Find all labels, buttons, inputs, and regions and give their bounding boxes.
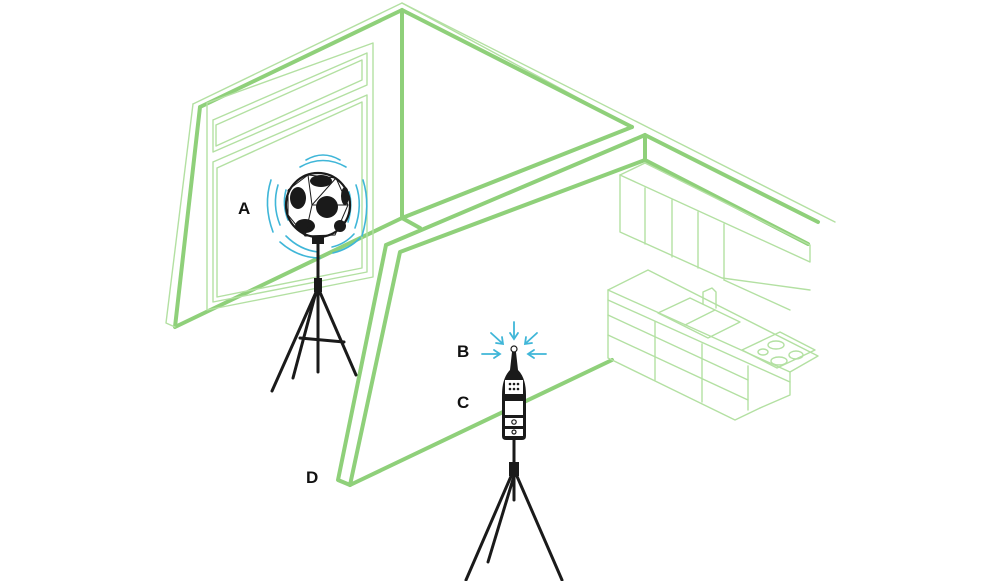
upper-cabinet-bottom <box>723 279 791 311</box>
microphone-tip <box>510 345 518 353</box>
meter-tripod <box>464 438 564 581</box>
partition-wall <box>336 133 647 487</box>
speaker-facets <box>287 174 349 237</box>
lower-cabinets <box>607 299 761 421</box>
meter-buttons <box>508 382 520 391</box>
lower-cabinets-drawer-2 <box>607 334 749 401</box>
window-frame <box>206 42 374 311</box>
burner-4 <box>770 356 788 366</box>
room-walls <box>165 2 836 487</box>
burner-1 <box>767 340 785 350</box>
dodecahedron-speaker <box>266 154 368 393</box>
right-ceiling-thin <box>401 2 836 223</box>
window-top-pane-inner <box>215 59 363 147</box>
window-bottom-pane-inner <box>216 101 363 298</box>
window-bottom-pane <box>212 94 368 303</box>
back-floor-edge <box>400 125 634 220</box>
meter-body <box>502 352 526 440</box>
faucet <box>702 287 717 309</box>
burner-3 <box>757 348 769 356</box>
kitchen-ceiling-edge <box>643 133 820 224</box>
window-top-pane <box>212 52 368 153</box>
meter-knob <box>511 419 517 425</box>
speaker-tripod <box>270 236 358 393</box>
meter-lower-panel-2 <box>505 429 523 436</box>
burner-2 <box>788 350 804 360</box>
countertop-front <box>607 289 791 383</box>
incoming-sound-arrows-icon <box>481 321 547 359</box>
stove <box>741 331 816 369</box>
meter-display <box>505 401 523 415</box>
sound-waves-icon <box>266 154 368 259</box>
back-ceiling-edge <box>400 8 634 129</box>
label-a: A <box>238 199 250 218</box>
sink-divider <box>684 309 716 326</box>
lower-cabinet-side <box>759 381 791 409</box>
label-d: D <box>306 468 318 487</box>
countertop <box>607 269 819 373</box>
upper-cabinets <box>619 162 811 263</box>
sound-level-meter <box>464 321 564 581</box>
left-wall-outer-thin <box>192 2 633 128</box>
sink <box>657 297 741 339</box>
left-wall-edge-thin <box>165 103 194 328</box>
meter-lower-panel <box>505 418 523 426</box>
speaker-drivers <box>290 175 349 233</box>
meter-panel <box>505 380 523 394</box>
floor-edge-left <box>400 216 422 230</box>
upper-cabinets-front <box>619 174 811 291</box>
lower-cabinets-drawer-1 <box>607 314 749 381</box>
partition-floor <box>348 358 614 487</box>
meter-knob-2 <box>511 429 517 435</box>
label-b: B <box>457 342 469 361</box>
label-c: C <box>457 393 469 412</box>
